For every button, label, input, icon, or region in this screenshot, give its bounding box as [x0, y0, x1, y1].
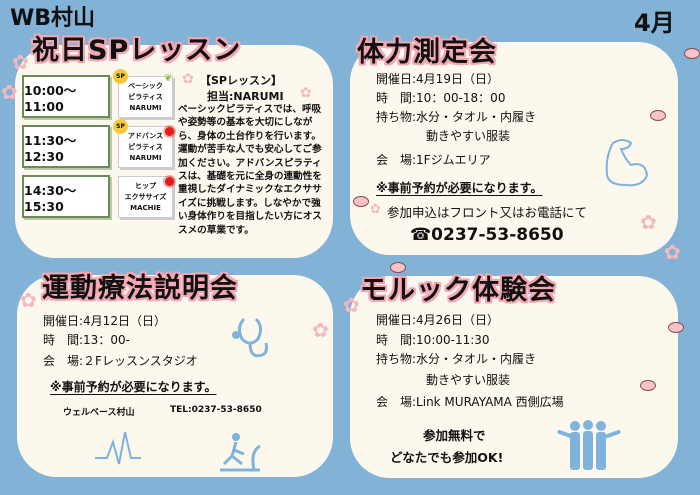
event-date: 開催日:4月26日（日）	[376, 313, 499, 327]
event-items-2: 動きやすい服装	[426, 129, 511, 143]
petal-icon	[640, 380, 656, 391]
org-name: WB村山	[10, 6, 96, 31]
phone-number: ☎0237-53-8650	[410, 225, 564, 245]
instructor-name: NARUMI	[129, 104, 162, 112]
event-venue: 会 場:Link MURAYAMA 西側広場	[376, 395, 564, 409]
event-date: 開催日:4月19日（日）	[376, 72, 499, 86]
instructor-name: NARUMI	[129, 154, 162, 162]
event-time: 時 間:13：00-	[43, 333, 130, 347]
group-people-icon	[557, 420, 621, 470]
apply-info: 参加申込はフロント又はお電話にて	[387, 205, 588, 220]
class-name: アドバンス	[127, 132, 164, 140]
sp-heading: 【SPレッスン】	[200, 74, 282, 87]
event-items: 持ち物:水分・タオル・内履き	[376, 352, 537, 366]
reservation-notice: ※事前予約が必要になります。	[376, 181, 543, 195]
facility-phone: TEL:0237-53-8650	[170, 405, 262, 415]
event-items: 持ち物:水分・タオル・内履き	[376, 110, 537, 124]
sp-description: ベーシックピラティスでは、呼吸や姿勢等の基本を大切にしながら、身体の土台作りを行…	[178, 104, 322, 236]
class-name: ピラティス	[128, 143, 163, 151]
petal-icon	[353, 196, 369, 207]
event-time: 時 間:10：00-18：00	[376, 91, 506, 105]
sp-lesson-title: 祝日SPレッスン	[32, 35, 242, 66]
class-name: ピラティス	[128, 93, 163, 101]
sakura-icon: ✿	[312, 318, 329, 342]
event-venue: 会 場:２Fレッスンスタジオ	[43, 354, 198, 368]
sp-badge: SP	[113, 69, 128, 84]
treadmill-icon	[220, 433, 261, 472]
petal-icon	[650, 110, 666, 121]
petal-icon	[390, 262, 406, 273]
exercise-therapy-card	[17, 275, 333, 477]
level-dot-icon	[165, 127, 174, 136]
sakura-icon: ✿	[664, 240, 681, 264]
fitness-test-title: 体力測定会	[357, 37, 497, 68]
class-card: アドバンスピラティス NARUMI	[118, 126, 173, 168]
leaf-icon: ❦	[164, 73, 173, 84]
heartbeat-icon	[95, 431, 141, 465]
exercise-therapy-title: 運動療法説明会	[42, 273, 238, 304]
level-dot-icon	[165, 177, 174, 186]
sakura-icon: ✿	[640, 210, 657, 234]
sakura-icon: ✿	[343, 293, 360, 317]
time-slot: 10:00〜11:00	[22, 75, 110, 118]
time-slot: 11:30〜12:30	[22, 125, 110, 168]
sp-instructor: 担当:NARUMI	[207, 90, 284, 103]
class-name: エクササイズ	[124, 193, 167, 201]
petal-icon	[684, 48, 700, 59]
moluck-card	[350, 276, 678, 478]
moluck-title: モルック体験会	[360, 275, 556, 306]
sakura-icon: ✿	[300, 85, 312, 101]
sakura-icon: ✿	[1, 80, 18, 104]
event-venue: 会 場:1Fジムエリア	[376, 153, 491, 167]
class-card: ヒップエクササイズ MACHIE	[118, 176, 173, 218]
instructor-name: MACHIE	[130, 204, 161, 212]
sakura-icon: ✿	[182, 71, 194, 87]
petal-icon	[668, 322, 684, 333]
facility-name: ウェルベース村山	[63, 408, 135, 418]
sp-badge: SP	[113, 119, 128, 134]
class-name: ヒップ	[135, 182, 156, 190]
class-name: ベーシック	[128, 82, 163, 90]
free-notice-2: どなたでも参加OK!	[390, 450, 504, 465]
sakura-icon: ✿	[370, 202, 381, 217]
stethoscope-icon	[232, 317, 268, 358]
event-date: 開催日:4月12日（日）	[43, 314, 166, 328]
event-time: 時 間:10:00-11:30	[376, 333, 490, 347]
sakura-icon: ✿	[12, 50, 29, 74]
sakura-icon: ✿	[20, 288, 37, 312]
time-slot: 14:30〜15:30	[22, 175, 110, 218]
reservation-notice: ※事前予約が必要になります。	[50, 380, 217, 394]
event-items-2: 動きやすい服装	[426, 373, 511, 387]
class-card: ベーシックピラティス NARUMI	[118, 76, 173, 118]
free-notice: 参加無料で	[423, 428, 486, 443]
muscle-arm-icon	[605, 139, 649, 187]
month-label: 4月	[634, 9, 675, 37]
